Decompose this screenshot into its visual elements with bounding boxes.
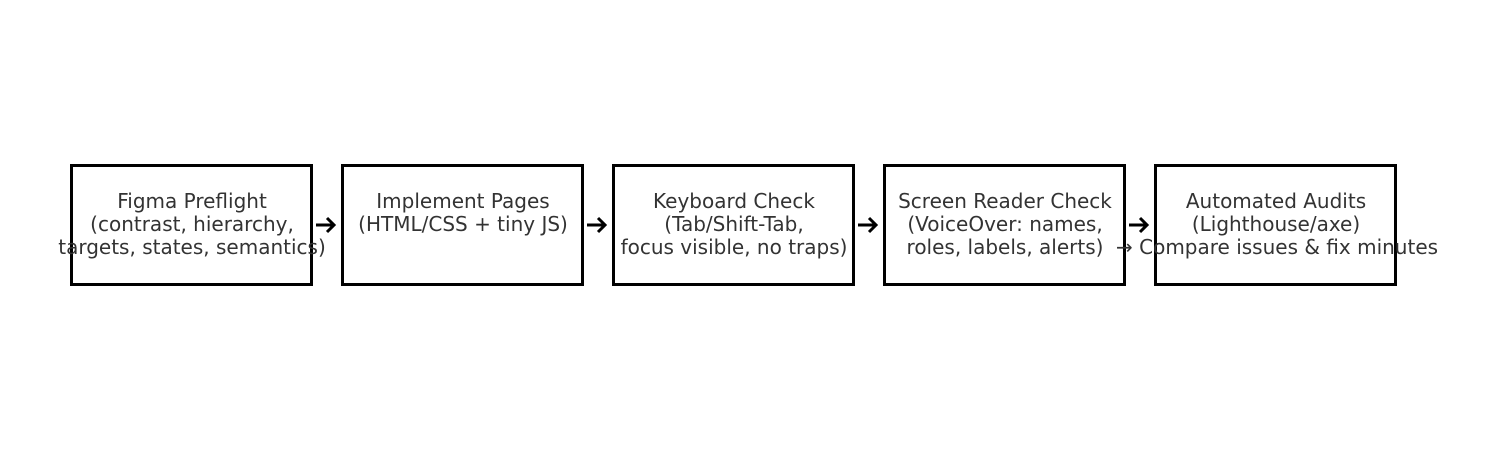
step-label-keyboard-check: Keyboard Check (Tab/Shift-Tab, focus vis… — [620, 189, 848, 259]
step-label-figma-preflight: Figma Preflight (contrast, hierarchy, ta… — [58, 189, 326, 259]
arrow-right-icon — [587, 216, 608, 234]
arrow-right-icon — [1129, 216, 1150, 234]
step-box-automated-audits — [1154, 164, 1397, 286]
step-label-screen-reader-check: Screen Reader Check (VoiceOver: names, r… — [898, 189, 1112, 259]
step-label-implement-pages: Implement Pages (HTML/CSS + tiny JS) — [358, 189, 568, 236]
step-box-screen-reader-check — [883, 164, 1126, 286]
step-box-figma-preflight — [70, 164, 313, 286]
arrow-right-icon — [858, 216, 879, 234]
step-label-automated-audits: Automated Audits (Lighthouse/axe) → Comp… — [1116, 189, 1439, 259]
step-box-keyboard-check — [612, 164, 855, 286]
arrow-right-icon — [316, 216, 337, 234]
step-box-implement-pages — [341, 164, 584, 286]
